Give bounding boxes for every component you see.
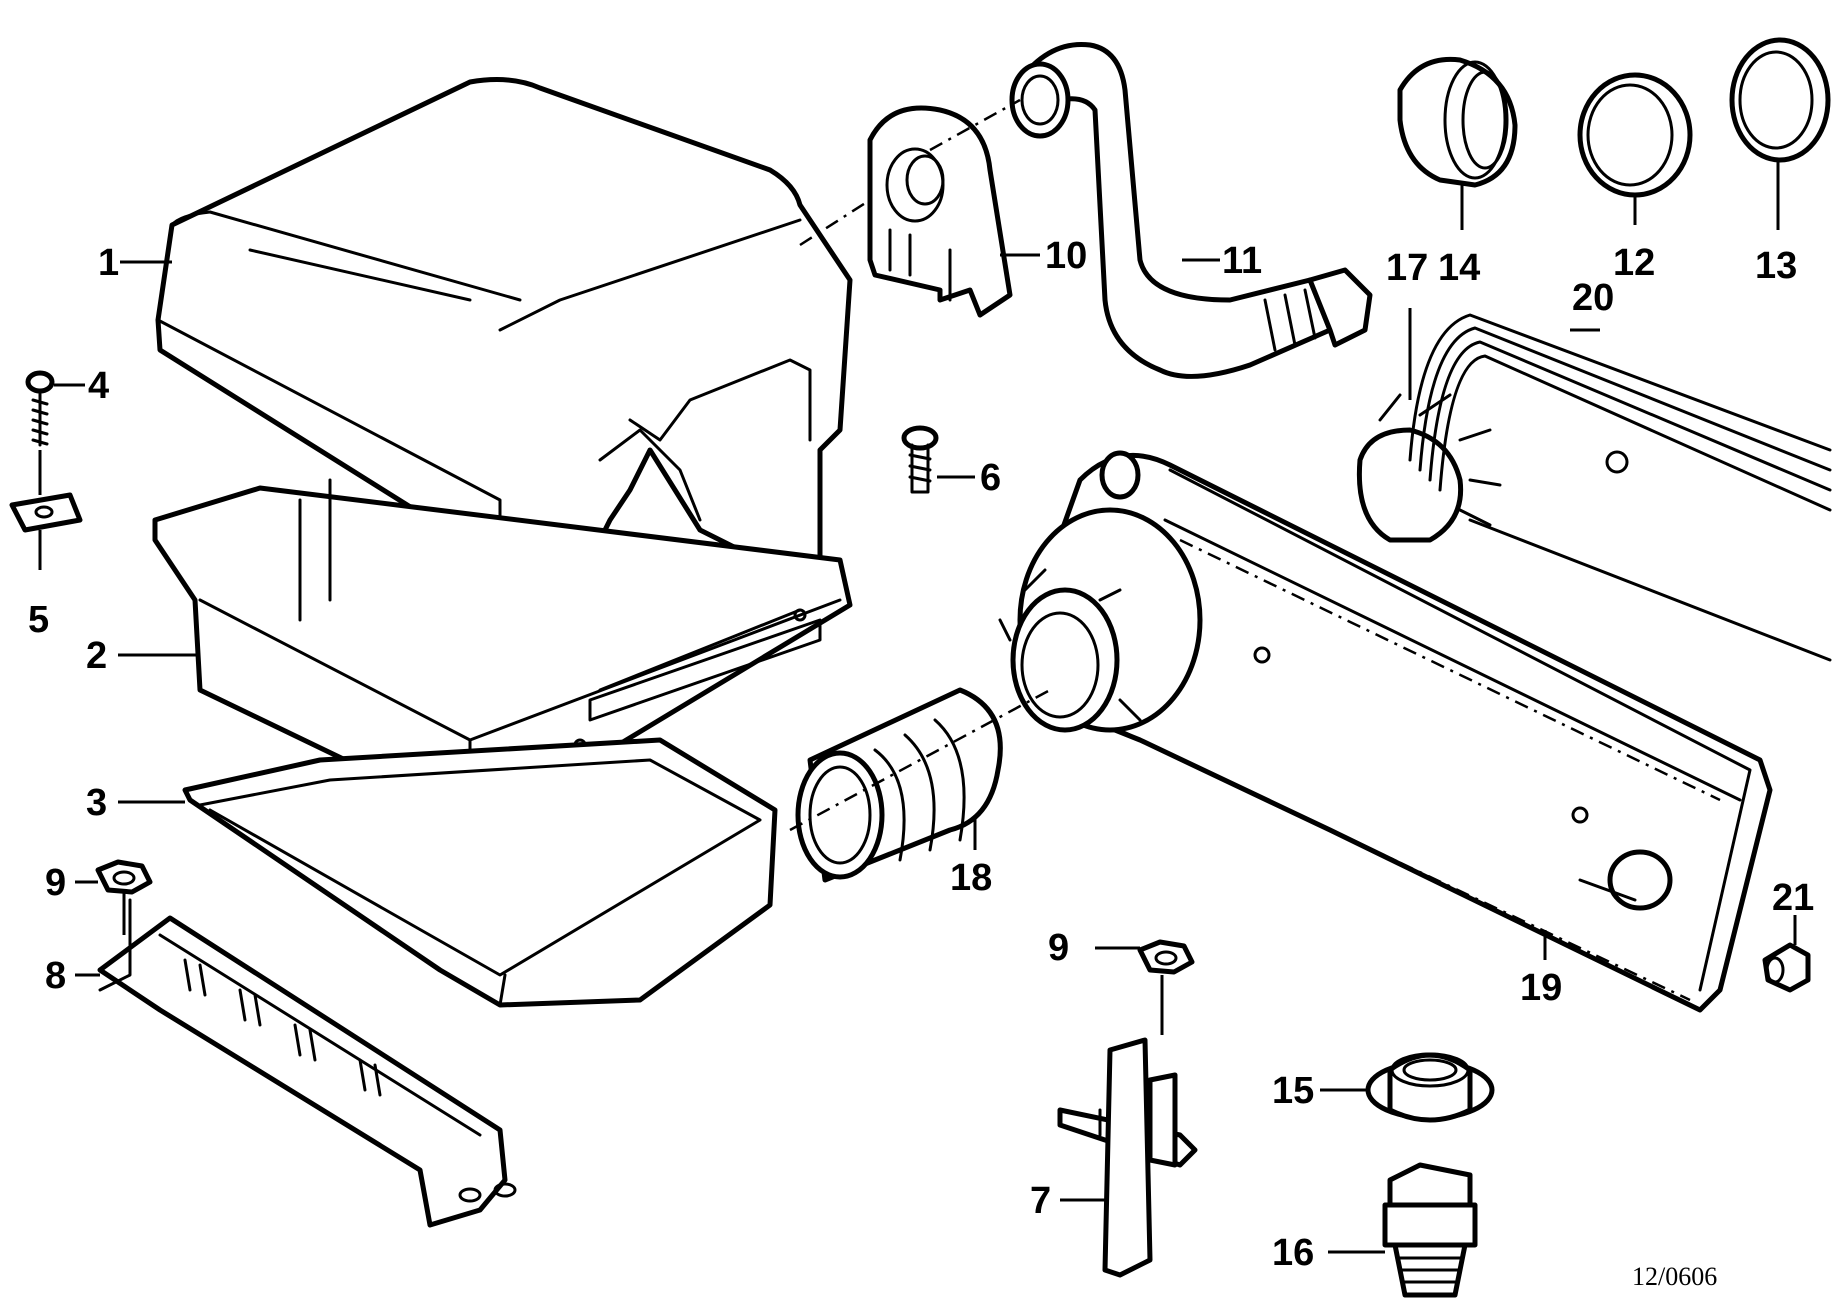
axis-housing-edge	[1179, 538, 1721, 802]
callout-9-right: 9	[1048, 927, 1069, 969]
callout-18: 18	[950, 857, 992, 899]
part-16-temperature-switch[interactable]	[1382, 1162, 1478, 1298]
callout-8: 8	[45, 955, 66, 997]
callout-21: 21	[1772, 877, 1814, 919]
part-5-clip-nut[interactable]	[9, 450, 83, 570]
part-20-cable-harness[interactable]	[1408, 313, 1832, 662]
callout-17: 17	[1386, 247, 1428, 289]
callout-12: 12	[1613, 242, 1655, 284]
axis-mount-to-housing	[799, 198, 871, 247]
part-17-connector-grommet[interactable]	[1356, 393, 1502, 543]
part-3-gasket-frame[interactable]	[182, 737, 778, 1008]
part-9-hex-nut-left[interactable]	[95, 859, 153, 935]
callout-5: 5	[28, 599, 49, 641]
part-21-small-cap[interactable]	[1762, 942, 1811, 993]
callout-15: 15	[1272, 1070, 1314, 1112]
part-6-screw[interactable]	[901, 425, 939, 494]
callout-11: 11	[1222, 240, 1262, 282]
part-15-threaded-ring[interactable]	[1365, 1052, 1495, 1123]
part-10-rubber-mount[interactable]	[867, 105, 1013, 318]
part-7-sensor-probe[interactable]	[1057, 1037, 1198, 1278]
callout-9-left: 9	[45, 862, 66, 904]
part-19-meter-housing[interactable]	[998, 450, 1773, 1013]
callout-14: 14	[1438, 247, 1480, 289]
callout-10: 10	[1045, 235, 1087, 277]
part-13-cover-disc[interactable]	[1729, 37, 1831, 163]
part-18-bellows[interactable]	[795, 687, 1003, 883]
callout-7: 7	[1030, 1180, 1051, 1222]
callout-20: 20	[1572, 277, 1614, 319]
part-9-hex-nut-right[interactable]	[1137, 939, 1195, 1035]
part-4-screw[interactable]	[25, 370, 55, 447]
part-14-cap[interactable]	[1397, 56, 1518, 188]
axis-mount-to-hose	[929, 98, 1021, 152]
callout-13: 13	[1755, 245, 1797, 287]
part-11-intake-hose[interactable]	[1009, 41, 1373, 379]
callout-3: 3	[86, 782, 107, 824]
reference-code: 12/0606	[1632, 1262, 1717, 1291]
callout-6: 6	[980, 457, 1001, 499]
part-12-seal-disc[interactable]	[1577, 72, 1693, 198]
callout-16: 16	[1272, 1232, 1314, 1274]
callout-4: 4	[88, 365, 109, 407]
callout-1: 1	[98, 242, 119, 284]
axis-meter-lower-edge	[1119, 728, 1691, 1002]
part-8-mounting-bracket[interactable]	[97, 898, 517, 1228]
callout-19: 19	[1520, 967, 1562, 1009]
callout-2: 2	[86, 635, 107, 677]
axis-bellows-to-meter	[789, 688, 1051, 832]
